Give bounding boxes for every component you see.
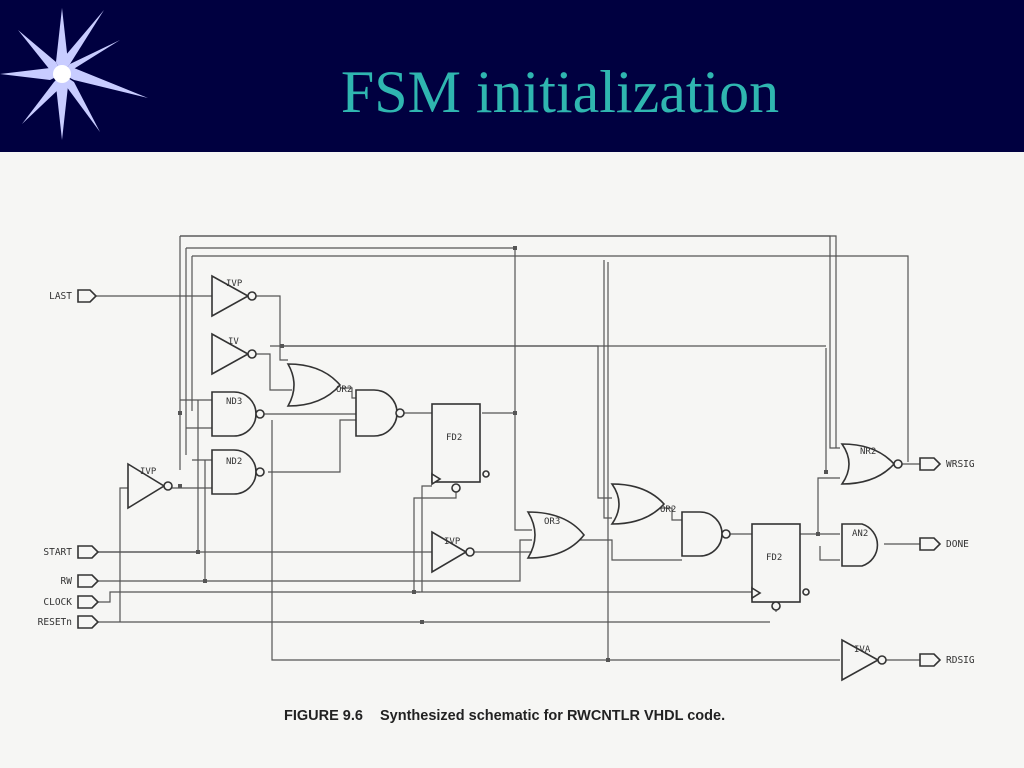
svg-text:IVP: IVP [444, 537, 461, 547]
input-label-last: LAST [49, 291, 72, 302]
output-port-rdsig: RDSIG [919, 653, 975, 667]
schematic-diagram: LAST START RW CLOCK RESETn WRSIG DONE RD… [38, 235, 975, 682]
nand-nd2-mid: ND2 [211, 449, 265, 495]
svg-text:IVP: IVP [226, 279, 243, 289]
or-gate-right: OR2 [610, 483, 676, 525]
nand-nd3: ND3 [211, 391, 265, 437]
input-port-resetn: RESETn [38, 615, 100, 629]
output-port-done: DONE [919, 537, 969, 551]
input-label-resetn: RESETn [38, 617, 72, 628]
input-label-start: START [43, 547, 72, 558]
input-label-clock: CLOCK [43, 597, 72, 608]
figure-caption-text: Synthesized schematic for RWCNTLR VHDL c… [380, 708, 726, 724]
inverter-iv: IV [211, 332, 257, 376]
input-port-rw: RW [61, 574, 100, 588]
svg-text:OR2: OR2 [660, 505, 676, 515]
svg-text:IV: IV [228, 337, 239, 347]
figure-caption-number: FIGURE 9.6 [284, 708, 363, 724]
junction-dots [178, 246, 828, 662]
svg-text:FD2: FD2 [766, 553, 782, 563]
title-bar: FSM initialization [0, 0, 1024, 152]
svg-text:IVP: IVP [140, 467, 157, 477]
svg-text:IVA: IVA [854, 645, 871, 655]
svg-text:AN2: AN2 [852, 529, 868, 539]
inverter-iva: IVA [841, 638, 887, 682]
flip-flop-fd2-a: FD2 [431, 403, 490, 493]
output-port-wrsig: WRSIG [919, 457, 975, 471]
output-label-wrsig: WRSIG [946, 459, 975, 470]
input-port-clock: CLOCK [43, 595, 100, 609]
output-label-rdsig: RDSIG [946, 655, 975, 666]
svg-text:ND2: ND2 [226, 457, 242, 467]
or-gate-top: OR2 [286, 363, 352, 407]
svg-text:OR2: OR2 [336, 385, 352, 395]
svg-text:NR2: NR2 [860, 447, 876, 457]
wires [96, 235, 920, 661]
and-an2: AN2 [841, 523, 879, 567]
svg-text:ND3: ND3 [226, 397, 242, 407]
inverter-ivp-left: IVP [127, 462, 173, 510]
or-gate-or3: OR3 [526, 511, 586, 559]
nand-nd-right [681, 511, 731, 557]
star-icon [0, 8, 148, 140]
svg-text:FD2: FD2 [446, 433, 462, 443]
nor-nr2: NR2 [840, 443, 903, 485]
slide-title: FSM initialization [340, 59, 780, 125]
svg-text:OR3: OR3 [544, 517, 560, 527]
input-label-rw: RW [61, 576, 73, 587]
output-label-done: DONE [946, 539, 969, 550]
inverter-ivp-mid: IVP [431, 530, 475, 574]
nand-nd2-top [355, 389, 405, 437]
input-port-start: START [43, 545, 100, 559]
input-port-last: LAST [49, 289, 98, 303]
inverter-ivp-last: IVP [211, 274, 257, 318]
flip-flop-fd2-b: FD2 [751, 523, 810, 611]
